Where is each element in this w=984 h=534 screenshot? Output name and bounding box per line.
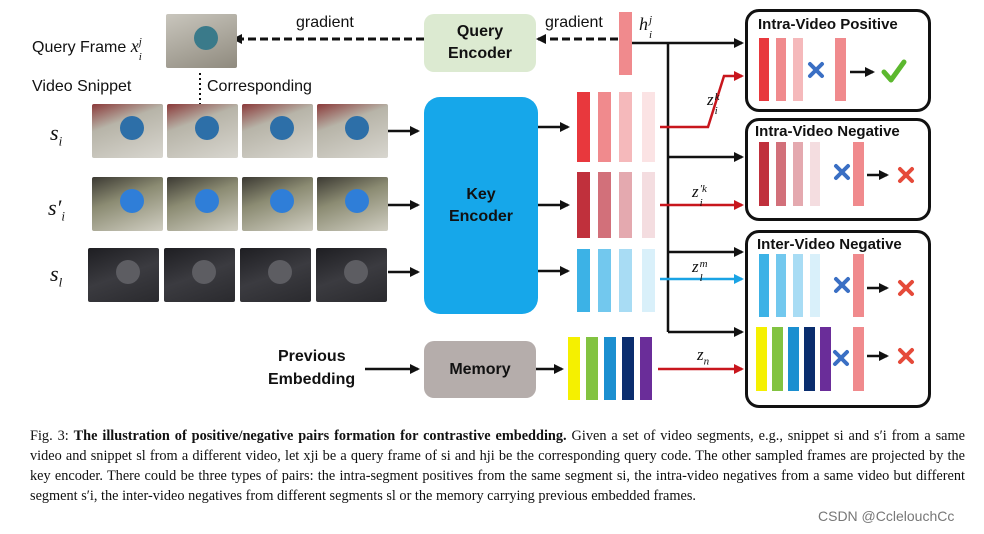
embedding-bar-memory — [640, 337, 652, 400]
panel-title-intra-negative: Intra-Video Negative — [755, 123, 900, 140]
snippet-sl-label: sl — [50, 261, 63, 290]
embedding-bar-memory — [622, 337, 634, 400]
embedding-bar-si — [619, 92, 632, 162]
embedding-bar-memory — [604, 337, 616, 400]
panel-title-intra-positive: Intra-Video Positive — [758, 16, 898, 33]
panel-inter-video-negative — [745, 230, 931, 408]
embedding-bar-sl — [619, 249, 632, 312]
query-code-bar — [619, 12, 632, 75]
panel-title-inter-negative: Inter-Video Negative — [757, 236, 902, 253]
snippet-si-prime-frame — [167, 177, 238, 231]
snippet-si-prime-frame — [317, 177, 388, 231]
embedding-bar-si-prime — [598, 172, 611, 238]
figure-caption: Fig. 3: The illustration of positive/neg… — [30, 426, 965, 506]
query-frame-image — [166, 14, 237, 68]
caption-label: Fig. 3: — [30, 428, 69, 444]
embedding-bar-si — [598, 92, 611, 162]
embedding-bar-si-prime — [577, 172, 590, 238]
watermark: CSDN @CclelouchCc — [818, 508, 955, 524]
key-routing — [658, 71, 744, 374]
query-routing — [632, 38, 744, 337]
video-snippet-label: Video Snippet — [32, 78, 132, 95]
snippet-si-frame — [167, 104, 238, 158]
snippet-si-prime-frame — [92, 177, 163, 231]
embedding-bar-si-prime — [642, 172, 655, 238]
z-n-label: zn — [697, 345, 710, 368]
query-encoder-line2: Encoder — [447, 45, 512, 62]
embedding-bar-memory — [586, 337, 598, 400]
key-encoder-line2: Encoder — [448, 207, 513, 225]
key-embedding-bars — [568, 92, 655, 400]
embedding-bar-memory — [568, 337, 580, 400]
gradient-label-left: gradient — [296, 14, 354, 31]
corresponding-label: Corresponding — [207, 78, 312, 95]
snippet-si-prime-frame — [242, 177, 313, 231]
embedding-bar-sl — [577, 249, 590, 312]
embedding-bar-si — [642, 92, 655, 162]
snippet-si-frame — [92, 104, 163, 158]
previous-embedding-line2: Embedding — [268, 371, 356, 388]
key-encoder-line1: Key — [466, 185, 496, 203]
snippet-sl-frame — [164, 248, 235, 302]
gradient-label-right: gradient — [545, 14, 603, 31]
query-encoder-line1: Query — [456, 23, 504, 40]
snippet-si-prime-label: s′i — [48, 195, 65, 224]
diagram-canvas — [199, 12, 889, 400]
previous-embedding-line1: Previous — [278, 348, 346, 365]
snippet-arrows — [388, 126, 420, 277]
embedding-bar-sl — [598, 249, 611, 312]
snippet-sl-frame — [88, 248, 159, 302]
snippet-si-frame — [242, 104, 313, 158]
snippet-sl-frame — [316, 248, 387, 302]
snippet-sl-frame — [240, 248, 311, 302]
encoder-output-arrows — [536, 122, 570, 374]
embedding-bar-si — [577, 92, 590, 162]
embedding-bar-si-prime — [619, 172, 632, 238]
snippet-si-label: si — [50, 120, 63, 149]
embedding-bar-sl — [642, 249, 655, 312]
snippet-si-frame — [317, 104, 388, 158]
caption-text: Given a set of video segments, e.g., sni… — [30, 428, 965, 504]
memory-box: Memory — [424, 341, 536, 398]
caption-bold: The illustration of positive/negative pa… — [73, 428, 567, 444]
